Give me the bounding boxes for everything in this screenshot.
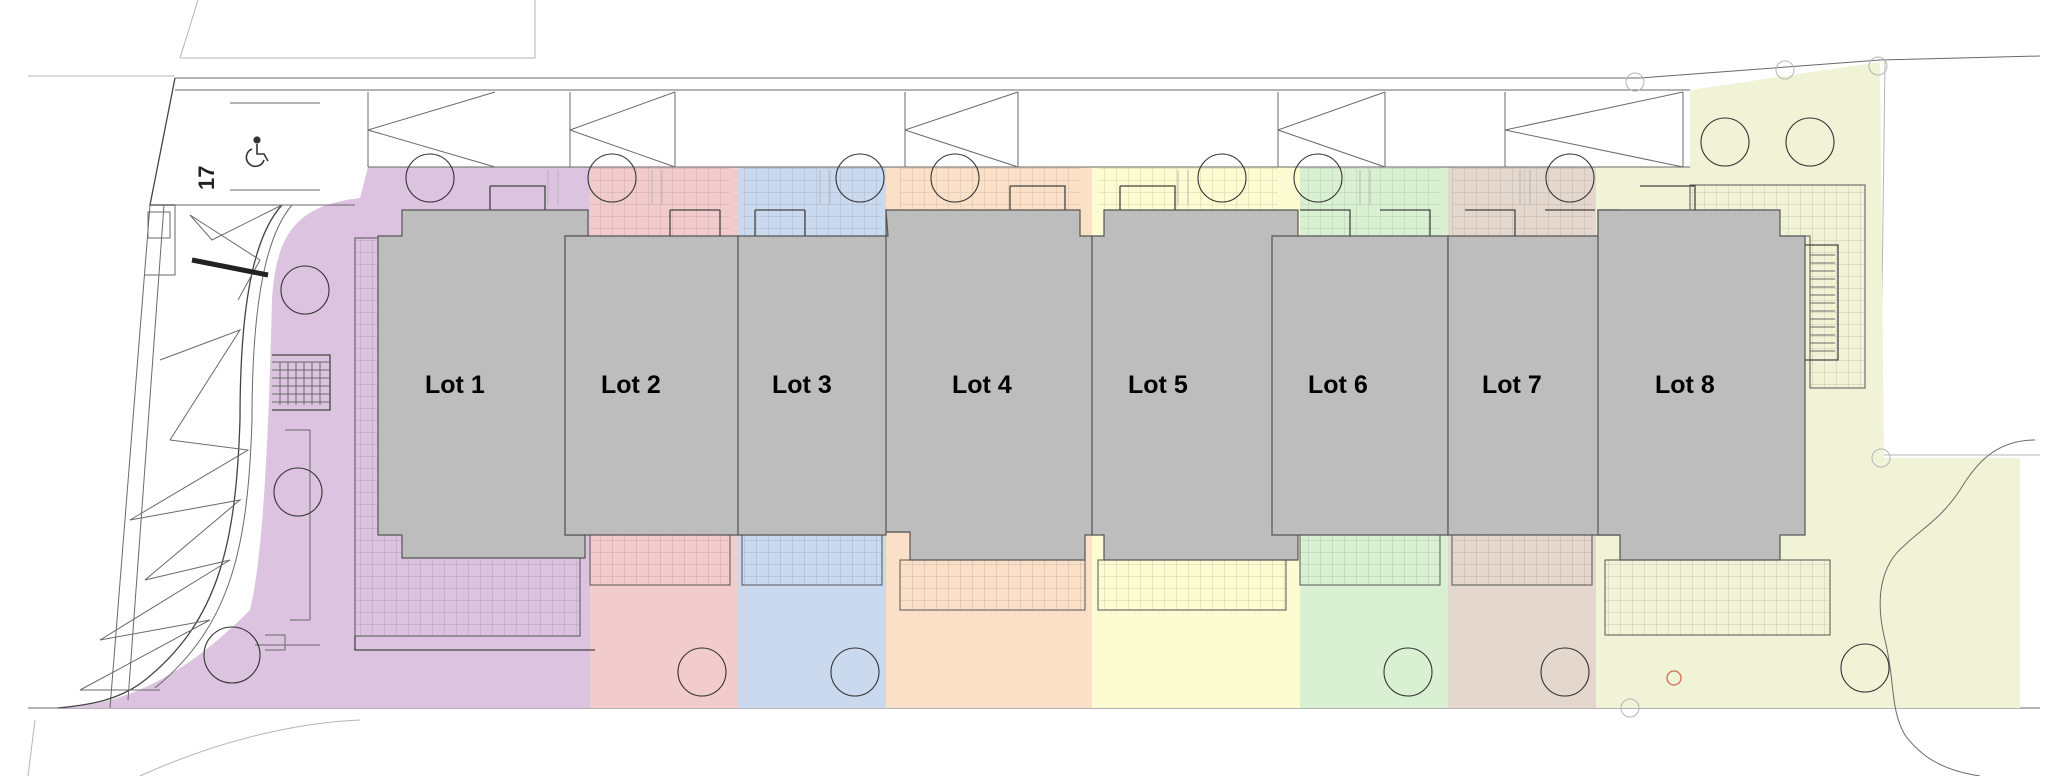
lot-6-building — [1271, 235, 1449, 536]
boundary-contour — [1879, 439, 2036, 776]
parking-area: 17 — [57, 77, 355, 709]
lot-4-label: Lot 4 — [952, 371, 1012, 399]
lot-1-label: Lot 1 — [425, 371, 485, 399]
wheelchair-icon — [245, 136, 269, 168]
trees — [203, 56, 1891, 718]
parking-space-number: 17 — [194, 166, 219, 190]
lot-8-label: Lot 8 — [1655, 371, 1715, 399]
lot-7-label: Lot 7 — [1482, 371, 1542, 399]
carports — [367, 91, 1690, 168]
lot-4-building — [885, 209, 1093, 561]
lot-8-building — [1597, 209, 1806, 561]
lot-2-label: Lot 2 — [601, 371, 661, 399]
building-details — [489, 170, 1839, 361]
lot-5-label: Lot 5 — [1128, 371, 1188, 399]
lot-labels: Lot 1 Lot 2 Lot 3 Lot 4 Lot 5 Lot 6 Lot … — [425, 371, 1715, 399]
lot-3-label: Lot 3 — [772, 371, 832, 399]
lot-6-label: Lot 6 — [1308, 371, 1368, 399]
lot-5-building — [1091, 209, 1299, 561]
buildings — [377, 209, 1806, 561]
